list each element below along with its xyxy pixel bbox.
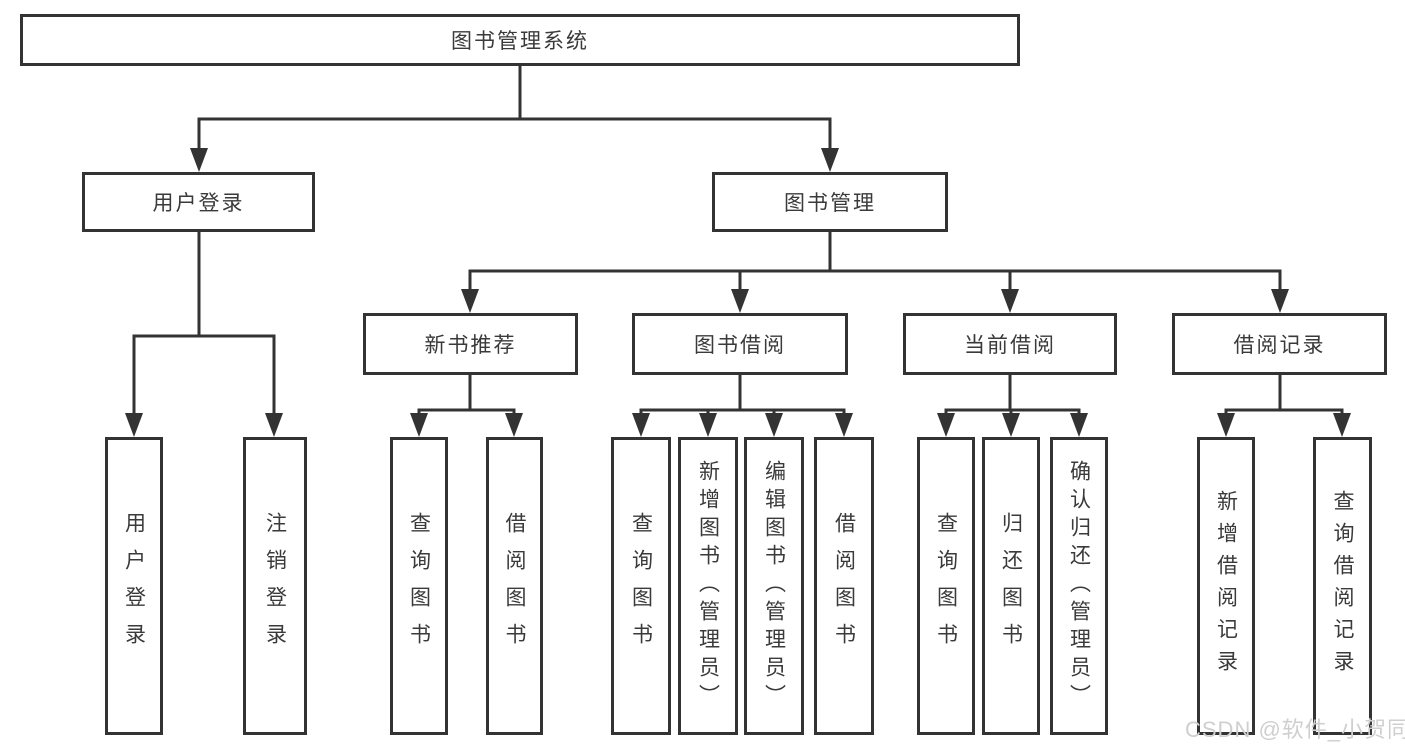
leaf-label: 查询图书 — [629, 512, 653, 660]
leaf-query-borrow-record: 查询借阅记录 — [1313, 437, 1372, 735]
leaf-label: 借阅图书 — [503, 512, 526, 660]
leaf-label: 新增图书（管理员） — [696, 460, 720, 712]
node-book-borrowing: 图书借阅 — [632, 313, 848, 375]
node-borrow-records: 借阅记录 — [1172, 313, 1387, 375]
leaf-label: 查询图书 — [934, 512, 958, 660]
leaf-query-books-recommend: 查询图书 — [390, 437, 448, 735]
leaf-label: 编辑图书（管理员） — [762, 460, 786, 712]
leaf-add-book-admin: 新增图书（管理员） — [678, 437, 738, 735]
leaf-borrow-books-recommend: 借阅图书 — [486, 437, 543, 735]
leaf-label: 确认归还（管理员） — [1067, 460, 1091, 712]
leaf-query-books-borrowing: 查询图书 — [611, 437, 671, 735]
leaf-user-login: 用户登录 — [105, 437, 163, 735]
leaf-label: 用户登录 — [122, 512, 146, 660]
leaf-logout: 注销登录 — [243, 437, 307, 735]
node-current-borrowing: 当前借阅 — [903, 313, 1117, 375]
leaf-confirm-return-admin: 确认归还（管理员） — [1050, 437, 1108, 735]
node-user-login-group: 用户登录 — [82, 172, 315, 232]
node-new-book-recommend: 新书推荐 — [363, 313, 578, 375]
node-book-management: 图书管理 — [712, 172, 948, 232]
leaf-query-books-current: 查询图书 — [917, 437, 975, 735]
leaf-borrow-books-borrowing: 借阅图书 — [814, 437, 874, 735]
leaf-label: 查询借阅记录 — [1331, 490, 1354, 682]
leaf-label: 新增借阅记录 — [1214, 490, 1238, 682]
leaf-edit-book-admin: 编辑图书（管理员） — [744, 437, 804, 735]
leaf-label: 注销登录 — [263, 512, 287, 660]
csdn-watermark: CSDN @软件_小贺同学 — [1185, 717, 1405, 742]
leaf-return-books: 归还图书 — [982, 437, 1040, 735]
arrowhead-icons — [125, 148, 1351, 437]
leaf-label: 归还图书 — [999, 512, 1023, 660]
leaf-label: 借阅图书 — [832, 512, 856, 660]
node-library-system: 图书管理系统 — [20, 14, 1020, 66]
leaf-add-borrow-record: 新增借阅记录 — [1197, 437, 1255, 735]
leaf-label: 查询图书 — [407, 512, 431, 660]
